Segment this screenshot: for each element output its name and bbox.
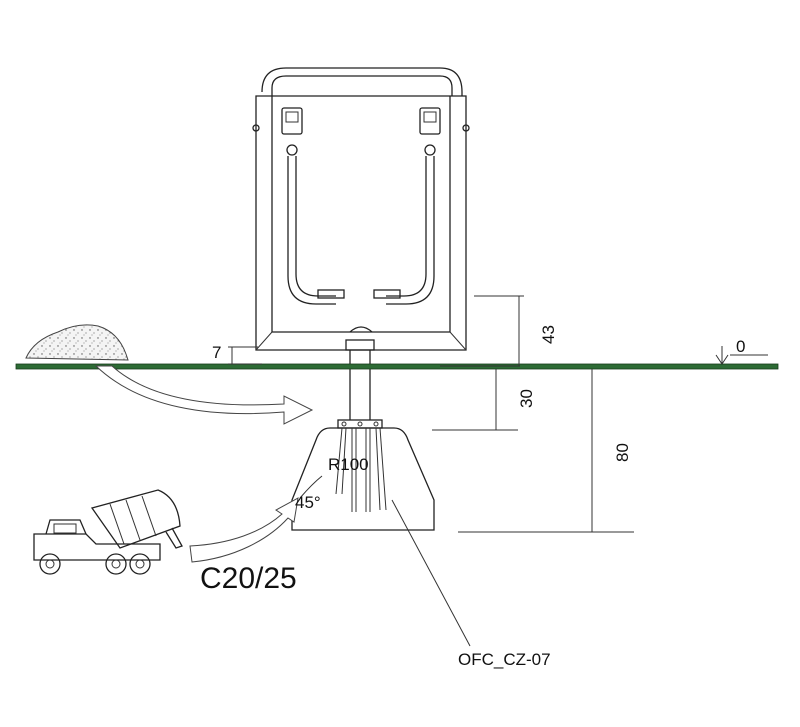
top-handle-bar — [261, 67, 463, 96]
inner-frame — [271, 96, 451, 333]
dim-base-height: 7 — [212, 343, 221, 362]
dimension-lines — [228, 295, 768, 647]
concrete-pour-arrow — [189, 497, 299, 563]
dim-foundation-depth: 80 — [613, 443, 632, 462]
left-side-bolt — [252, 124, 260, 132]
dim-post-depth: 30 — [517, 389, 536, 408]
equipment-frame — [252, 67, 470, 351]
dim-zero-level: 0 — [736, 337, 745, 356]
dim-angle: 45° — [295, 493, 321, 512]
truck-wheel-rear-1 — [105, 553, 127, 575]
dim-frame-clearance: 43 — [539, 325, 558, 344]
left-pendulum-arm — [281, 107, 345, 305]
steel-post — [345, 339, 375, 420]
backfill-arrow — [94, 365, 314, 425]
concrete-mixer-truck — [33, 489, 183, 575]
right-pendulum-arm — [373, 107, 441, 305]
product-code-label: OFC_CZ-07 — [458, 650, 551, 669]
ground-line — [15, 363, 779, 370]
right-side-bolt — [462, 124, 470, 132]
truck-wheel-rear-2 — [129, 553, 151, 575]
soil-pile — [25, 324, 129, 361]
truck-wheel-front — [39, 553, 61, 575]
concrete-class-label: C20/25 — [200, 562, 297, 595]
dim-radius: R100 — [328, 455, 369, 474]
concrete-foundation — [291, 419, 435, 531]
